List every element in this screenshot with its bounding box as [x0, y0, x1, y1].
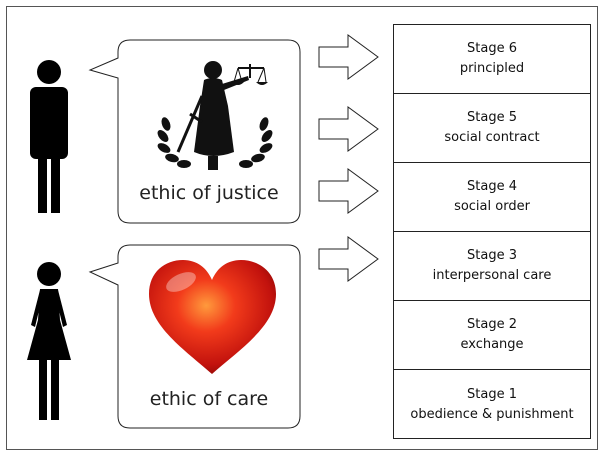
- stage-subtitle: exchange: [460, 337, 524, 352]
- stage-title: Stage 2: [467, 317, 517, 332]
- stage-2-box: Stage 2 exchange: [394, 301, 590, 370]
- stage-title: Stage 3: [467, 248, 517, 263]
- justice-label: ethic of justice: [139, 182, 279, 204]
- stage-6-box: Stage 6 principled: [394, 25, 590, 94]
- stage-title: Stage 5: [467, 110, 517, 125]
- arrow-stage4-icon: [318, 168, 379, 214]
- lady-justice-icon: [157, 61, 273, 170]
- stage-4-box: Stage 4 social order: [394, 163, 590, 232]
- stage-5-box: Stage 5 social contract: [394, 94, 590, 163]
- stage-title: Stage 1: [467, 387, 517, 402]
- male-figure-icon: [30, 60, 68, 213]
- stage-3-box: Stage 3 interpersonal care: [394, 232, 590, 301]
- care-label: ethic of care: [149, 388, 269, 410]
- stage-subtitle: social order: [454, 199, 530, 214]
- female-figure-icon: [27, 262, 71, 420]
- stage-subtitle: social contract: [444, 130, 540, 145]
- stage-title: Stage 4: [467, 179, 517, 194]
- heart-icon: [149, 260, 276, 374]
- stage-1-box: Stage 1 obedience & punishment: [394, 370, 590, 440]
- stage-subtitle: interpersonal care: [432, 268, 552, 283]
- arrow-stage5-icon: [318, 106, 379, 152]
- arrow-stage3-icon: [318, 236, 379, 282]
- stage-subtitle: principled: [459, 61, 525, 76]
- stage-title: Stage 6: [467, 41, 517, 56]
- arrow-stage6-icon: [318, 34, 379, 80]
- stages-column: Stage 6 principled Stage 5 social contra…: [393, 24, 591, 439]
- stage-subtitle: obedience & punishment: [410, 407, 574, 422]
